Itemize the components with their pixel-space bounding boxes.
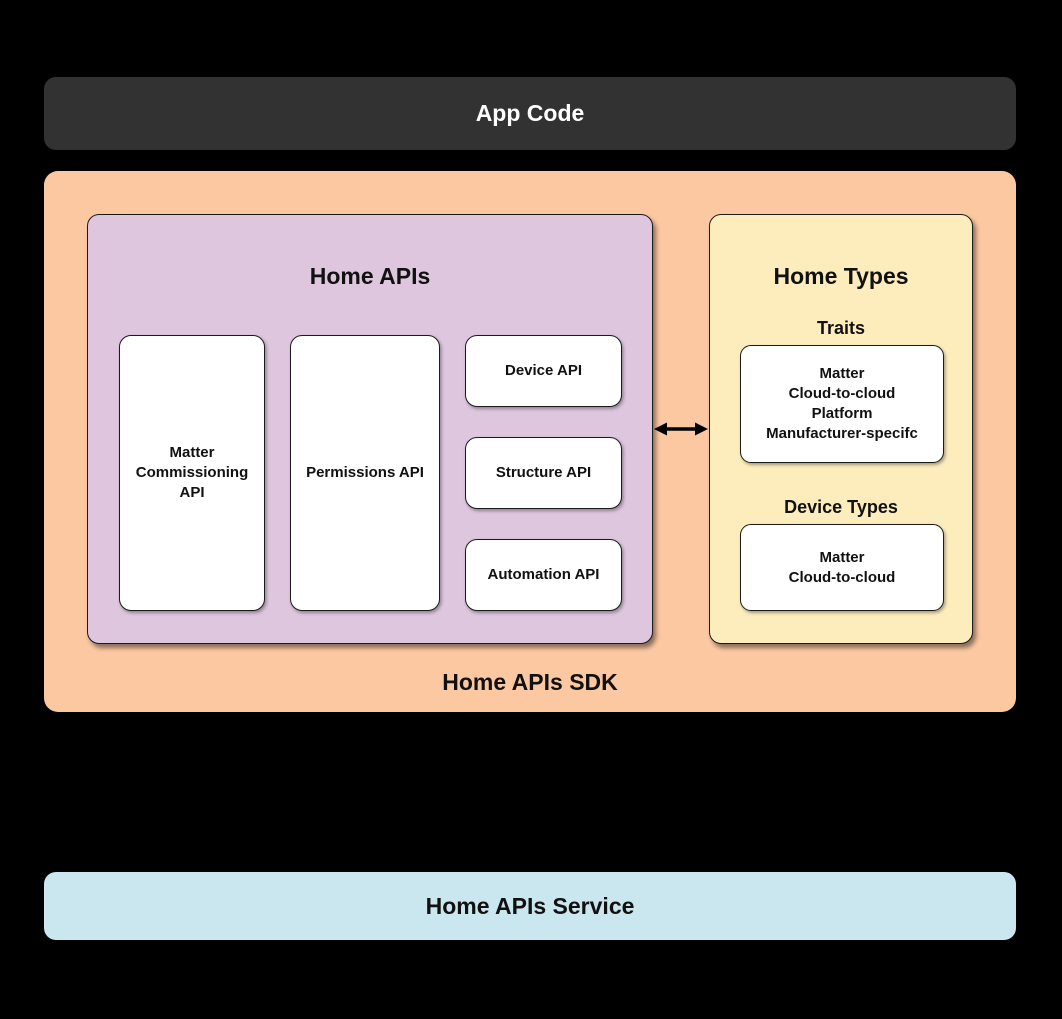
home-apis-sdk-container: Home APIs Matter Commissioning API Permi… [44,171,1016,712]
bidirectional-arrow-icon [654,420,708,438]
home-apis-title: Home APIs [309,263,431,289]
traits-item: Cloud-to-cloud [788,385,896,402]
home-apis-service-label: Home APIs Service [425,892,635,919]
device-types-heading: Device Types [784,497,898,517]
app-code-box: App Code [44,77,1016,150]
device-types-item: Matter [819,548,865,566]
traits-item: Manufacturer-specifc [766,425,918,442]
traits-item: Platform [811,405,873,422]
traits-item: Matter [819,365,865,382]
device-api-box: Device API [465,335,622,407]
automation-api-box: Automation API [465,539,622,611]
traits-box: Matter Cloud-to-cloud Platform Manufactu… [740,345,944,463]
home-apis-panel: Home APIs Matter Commissioning API Permi… [87,214,653,644]
matter-commissioning-api-box: Matter Commissioning API [119,335,265,611]
device-types-item: Cloud-to-cloud [788,568,896,586]
traits-heading: Traits [816,318,866,338]
app-code-label: App Code [475,100,585,126]
home-apis-service-box: Home APIs Service [44,872,1016,940]
permissions-api-box: Permissions API [290,335,440,611]
home-types-panel: Home Types Traits Matter Cloud-to-cloud … [709,214,973,644]
structure-api-box: Structure API [465,437,622,509]
home-apis-columns: Matter Commissioning API Permissions API… [119,335,622,611]
home-apis-sdk-label: Home APIs SDK [442,669,618,695]
api-stack-column: Device API Structure API Automation API [465,335,622,611]
home-types-title: Home Types [773,263,909,289]
device-types-box: Matter Cloud-to-cloud [740,524,944,611]
